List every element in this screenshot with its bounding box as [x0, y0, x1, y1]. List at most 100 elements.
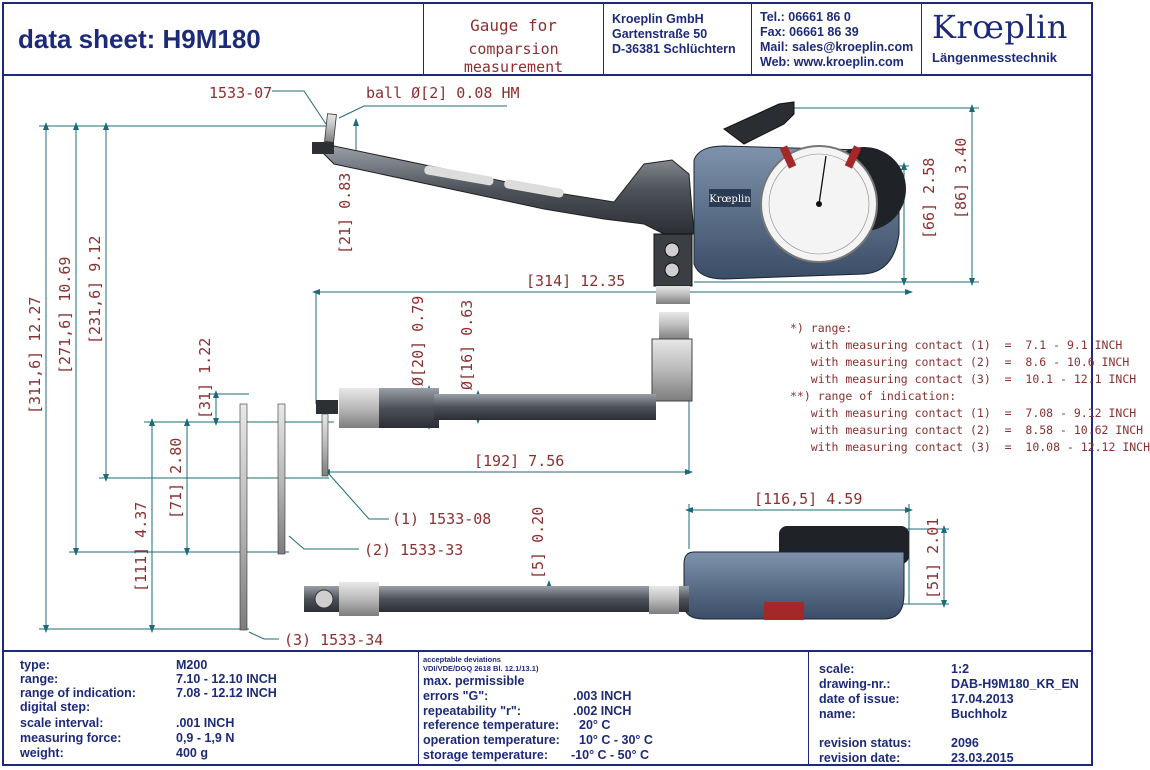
- deviation-value: .002 INCH: [573, 704, 632, 718]
- deviation-value: -10° C - 50° C: [571, 748, 650, 762]
- note-line: with measuring contact (1) = 7.1 - 9.1 I…: [790, 338, 1123, 352]
- lower-arm: [321, 145, 695, 235]
- contact-1533-33: [277, 403, 286, 555]
- company-street: Gartenstraße 50: [612, 27, 708, 41]
- contact-mail: Mail: sales@kroeplin.com: [760, 40, 914, 54]
- side-marker: [764, 602, 804, 620]
- spec-value: 7.08 - 12.12 INCH: [176, 686, 277, 700]
- gauge-title-line1: Gauge for: [470, 16, 557, 35]
- info-label: name:: [819, 707, 856, 721]
- revision-value: 23.03.2015: [951, 751, 1014, 765]
- label-1533-07: 1533-07: [209, 84, 272, 102]
- spec-label: type:: [20, 658, 50, 672]
- label-51: [51] 2.01: [924, 518, 942, 599]
- deviation-value: .003 INCH: [573, 689, 632, 703]
- drawing-svg: Krœplin: [26, 84, 979, 649]
- label-p1: (1) 1533-08: [392, 510, 491, 528]
- extension-tube-narrow: [434, 394, 656, 420]
- leader-1533-07: [272, 90, 327, 125]
- side-housing: [683, 551, 905, 620]
- note-line: with measuring contact (3) = 10.1 - 12.1…: [790, 372, 1137, 386]
- label-71: [71] 2.80: [167, 438, 185, 519]
- info-value: DAB-H9M180_KR_EN: [951, 677, 1079, 691]
- label-314: [314] 12.35: [526, 272, 625, 290]
- contact-web: Web: www.kroeplin.com: [760, 55, 904, 69]
- revision-value: 2096: [951, 736, 979, 750]
- label-111: [111] 4.37: [132, 502, 150, 592]
- contact-fax: Fax: 06661 86 39: [760, 25, 859, 39]
- info-label: date of issue:: [819, 692, 900, 706]
- spec-value: 400 g: [176, 746, 208, 760]
- spec-value: M200: [176, 658, 208, 672]
- spec-label: range of indication:: [20, 686, 136, 700]
- logo-subtitle: Längenmesstechnik: [932, 50, 1057, 65]
- spec-value: 7.10 - 12.10 INCH: [176, 672, 277, 686]
- label-192: [192] 7.56: [474, 452, 564, 470]
- label-66: [66] 2.58: [920, 158, 938, 239]
- side-knurl: [649, 586, 679, 614]
- note-line: **) range of indication:: [790, 389, 957, 403]
- contact-mount: [316, 400, 338, 414]
- company-address: Kroeplin GmbH Gartenstraße 50 D-36381 Sc…: [612, 12, 736, 57]
- brand-plate: [709, 189, 751, 207]
- deviation-note: acceptable deviations: [423, 655, 501, 664]
- company-cell: Kroeplin GmbH Gartenstraße 50 D-36381 Sc…: [604, 4, 752, 74]
- dial-pointer: [818, 155, 827, 205]
- contact-1533-08: [321, 413, 329, 477]
- label-20: Ø[20] 0.79: [409, 296, 427, 386]
- info-value: 17.04.2013: [951, 692, 1014, 706]
- extension-elbow: [651, 338, 693, 402]
- note-line: *) range:: [790, 321, 853, 335]
- deviation-label: reference temperature:: [423, 718, 560, 732]
- dial-center: [816, 201, 822, 207]
- deviation-label: errors "G":: [423, 689, 489, 703]
- deviation-label: repeatability "r":: [423, 704, 521, 718]
- revision-label: revision status:: [819, 736, 912, 750]
- extension-knurl: [659, 312, 689, 340]
- contact-1533-34: [239, 403, 248, 631]
- leader-p1: [328, 473, 389, 520]
- info-value: Buchholz: [951, 707, 1008, 721]
- dial-brand-text: Krœplin: [709, 194, 751, 205]
- contact-tel: Tel.: 06661 86 0: [760, 10, 851, 24]
- contact-holder: [312, 142, 334, 154]
- label-31: [31] 1.22: [196, 338, 214, 419]
- release-lever: [723, 101, 795, 145]
- spec-value: .001 INCH: [176, 716, 235, 730]
- dimension-lines: [39, 90, 979, 640]
- label-116: [116,5] 4.59: [754, 490, 862, 508]
- header: data sheet: H9M180 Gauge for comparsion …: [4, 4, 1091, 76]
- spec-label: weight:: [20, 746, 64, 760]
- label-p3: (3) 1533-34: [284, 631, 383, 649]
- info-label: drawing-nr.:: [819, 677, 891, 691]
- leader-ball: [338, 105, 507, 119]
- deviation-label: storage temperature:: [423, 748, 549, 762]
- page-title: data sheet: H9M180: [18, 24, 261, 54]
- note-line: with measuring contact (2) = 8.58 - 10.6…: [790, 423, 1144, 437]
- contact-info: Tel.: 06661 86 0 Fax: 06661 86 39 Mail: …: [760, 10, 913, 70]
- gauge-top-view: Krœplin: [312, 101, 906, 304]
- clamp-block: [653, 233, 693, 287]
- tolerance-marker-right: [844, 145, 862, 169]
- contact-cell: Tel.: 06661 86 0 Fax: 06661 86 39 Mail: …: [752, 4, 922, 74]
- side-ball: [314, 589, 334, 609]
- clamp-screw-2: [664, 262, 680, 278]
- technical-drawing: Krœplin: [4, 74, 1150, 650]
- footer: type: M200 range: 7.10 - 12.10 INCH rang…: [4, 650, 1091, 766]
- label-21: [21] 0.83: [336, 173, 354, 254]
- specs-cell: type: M200 range: 7.10 - 12.10 INCH rang…: [4, 652, 419, 766]
- label-16: Ø[16] 0.63: [458, 300, 476, 390]
- spec-label: digital step:: [20, 700, 91, 714]
- deviation-label: operation temperature:: [423, 733, 560, 747]
- kroeplin-logo: Krœplin: [932, 8, 1068, 46]
- leader-p3: [248, 631, 279, 640]
- company-city: D-36381 Schlüchtern: [612, 42, 736, 56]
- gauge-title-line2: comparsion measurement: [463, 40, 564, 76]
- title-cell: data sheet: H9M180: [4, 4, 424, 74]
- arm-slot-2: [504, 179, 564, 198]
- note-line: with measuring contact (1) = 7.08 - 9.12…: [790, 406, 1137, 420]
- dimension-texts: 1533-07 ball Ø[2] 0.08 HM [21] 0.83 [66]…: [26, 84, 970, 649]
- logo-cell: Krœplin Längenmesstechnik: [922, 4, 1091, 74]
- label-86: [86] 3.40: [952, 138, 970, 219]
